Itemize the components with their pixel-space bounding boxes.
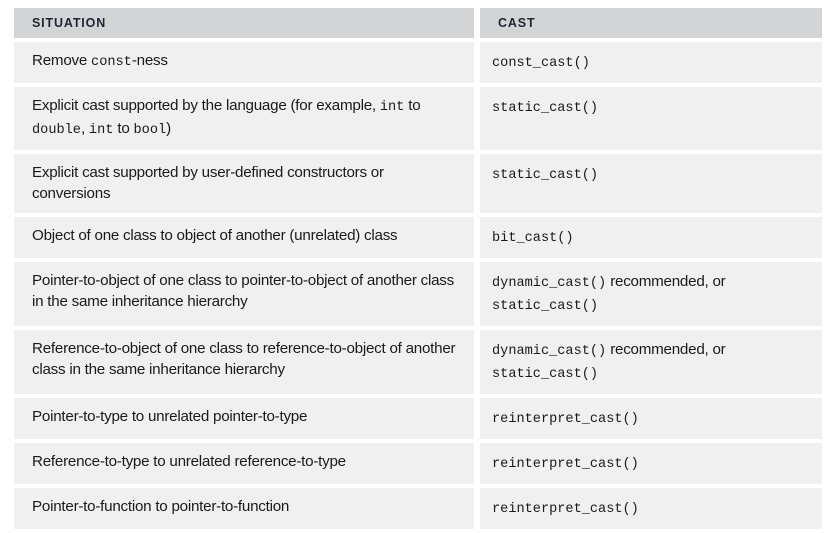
- situation-segment-text: Pointer-to-object of one class to pointe…: [32, 272, 454, 310]
- cast-cell: static_cast(): [480, 87, 822, 150]
- cast-segment-code: const_cast(): [492, 56, 590, 71]
- cast-cell: dynamic_cast() recommended, or static_cas…: [480, 330, 822, 394]
- cast-cell: reinterpret_cast(): [480, 398, 822, 439]
- table-header-row: SITUATION CAST: [14, 8, 822, 38]
- situation-segment-text: ): [166, 120, 171, 137]
- situation-cell: Remove const-ness: [14, 42, 474, 83]
- situation-segment-code: double: [32, 123, 81, 138]
- table-row: Remove const-ness const_cast(): [14, 42, 822, 83]
- situation-segment-text: to: [113, 120, 134, 137]
- situation-segment-code: bool: [133, 123, 167, 138]
- situation-segment-text: Reference-to-type to unrelated reference…: [32, 453, 346, 470]
- situation-segment-text: Object of one class to object of another…: [32, 227, 398, 244]
- situation-cell: Pointer-to-object of one class to pointe…: [14, 262, 474, 326]
- situation-cell: Pointer-to-type to unrelated pointer-to-…: [14, 398, 474, 439]
- situation-cell: Explicit cast supported by the language …: [14, 87, 474, 150]
- cast-cell: dynamic_cast() recommended, or static_cas…: [480, 262, 822, 326]
- cast-segment-code: static_cast(): [492, 168, 599, 183]
- cast-cell: reinterpret_cast(): [480, 488, 822, 529]
- cast-segment-text: recommended, or: [606, 341, 726, 358]
- table-row: Explicit cast supported by the language …: [14, 87, 822, 150]
- table-row: Reference-to-object of one class to refe…: [14, 330, 822, 394]
- cast-reference-table-container: SITUATION CAST Remove const-ness const_ca…: [14, 8, 822, 529]
- cast-segment-code: reinterpret_cast(): [492, 502, 639, 517]
- cast-reference-table: SITUATION CAST Remove const-ness const_ca…: [8, 4, 824, 533]
- table-row: Pointer-to-function to pointer-to-functi…: [14, 488, 822, 529]
- cast-segment-text: recommended, or: [606, 273, 726, 290]
- cast-cell: static_cast(): [480, 154, 822, 213]
- situation-segment-code: int: [379, 100, 405, 115]
- situation-cell: Reference-to-type to unrelated reference…: [14, 443, 474, 484]
- cast-cell: const_cast(): [480, 42, 822, 83]
- cast-segment-code: bit_cast(): [492, 231, 574, 246]
- table-row: Reference-to-type to unrelated reference…: [14, 443, 822, 484]
- cast-cell: bit_cast(): [480, 217, 822, 258]
- table-row: Explicit cast supported by user-defined …: [14, 154, 822, 213]
- cast-cell: reinterpret_cast(): [480, 443, 822, 484]
- situation-segment-text: to: [404, 97, 421, 114]
- cast-segment-code: reinterpret_cast(): [492, 457, 639, 472]
- table-row: Pointer-to-object of one class to pointe…: [14, 262, 822, 326]
- cast-segment-code: static_cast(): [492, 101, 599, 116]
- situation-cell: Reference-to-object of one class to refe…: [14, 330, 474, 394]
- cast-segment-code: dynamic_cast(): [492, 276, 607, 291]
- cast-segment-code: reinterpret_cast(): [492, 412, 639, 427]
- cast-segment-code: static_cast(): [492, 299, 599, 314]
- situation-segment-code: int: [88, 123, 114, 138]
- table-body: Remove const-ness const_cast() Explicit ca…: [14, 42, 822, 529]
- situation-segment-text: Pointer-to-type to unrelated pointer-to-…: [32, 408, 308, 425]
- situation-segment-text: Pointer-to-function to pointer-to-functi…: [32, 498, 290, 515]
- situation-cell: Pointer-to-function to pointer-to-functi…: [14, 488, 474, 529]
- table-row: Object of one class to object of another…: [14, 217, 822, 258]
- situation-segment-text: Explicit cast supported by user-defined …: [32, 164, 384, 202]
- column-header-situation: SITUATION: [14, 8, 474, 38]
- column-header-cast: CAST: [480, 8, 822, 38]
- situation-segment-text: Reference-to-object of one class to refe…: [32, 340, 456, 378]
- cast-segment-code: dynamic_cast(): [492, 344, 607, 359]
- table-row: Pointer-to-type to unrelated pointer-to-…: [14, 398, 822, 439]
- situation-segment-text: Remove: [32, 52, 92, 69]
- situation-segment-text: ,: [80, 120, 89, 137]
- situation-segment-text: Explicit cast supported by the language …: [32, 97, 380, 114]
- situation-cell: Explicit cast supported by user-defined …: [14, 154, 474, 213]
- situation-segment-code: const: [91, 55, 132, 70]
- table-header: SITUATION CAST: [14, 8, 822, 38]
- situation-segment-text: -ness: [131, 52, 168, 69]
- cast-segment-code: static_cast(): [492, 367, 599, 382]
- situation-cell: Object of one class to object of another…: [14, 217, 474, 258]
